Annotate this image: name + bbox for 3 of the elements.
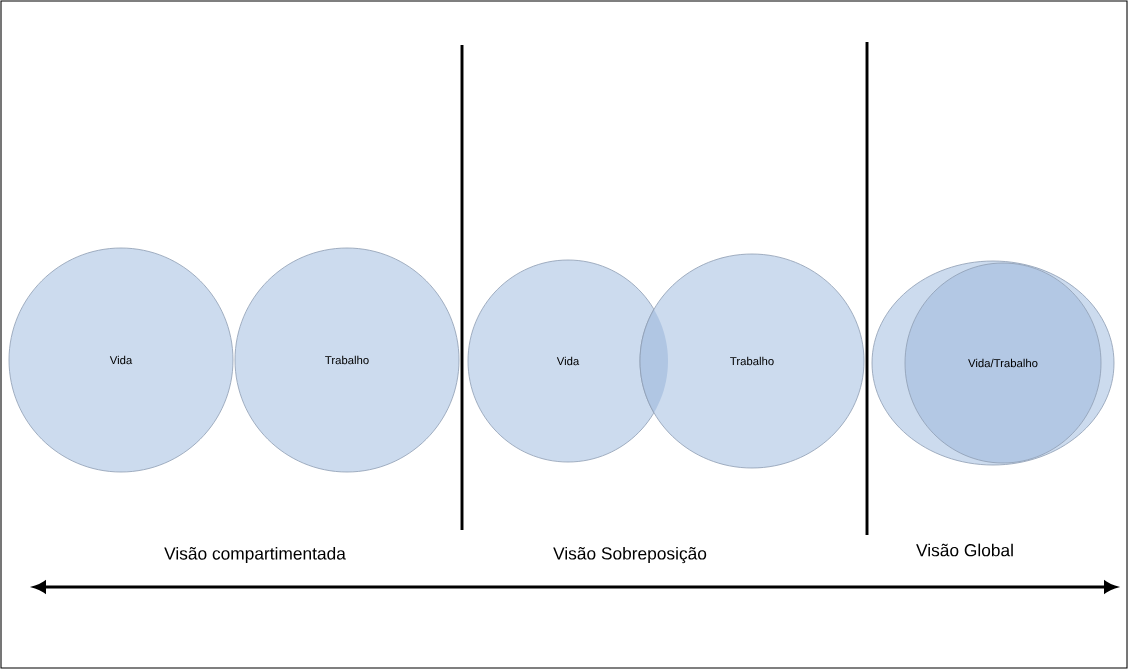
- section-label: Visão Global: [916, 543, 1013, 557]
- section-label: Visão compartimentada: [164, 546, 346, 564]
- section-label: Visão Sobreposição: [553, 546, 707, 564]
